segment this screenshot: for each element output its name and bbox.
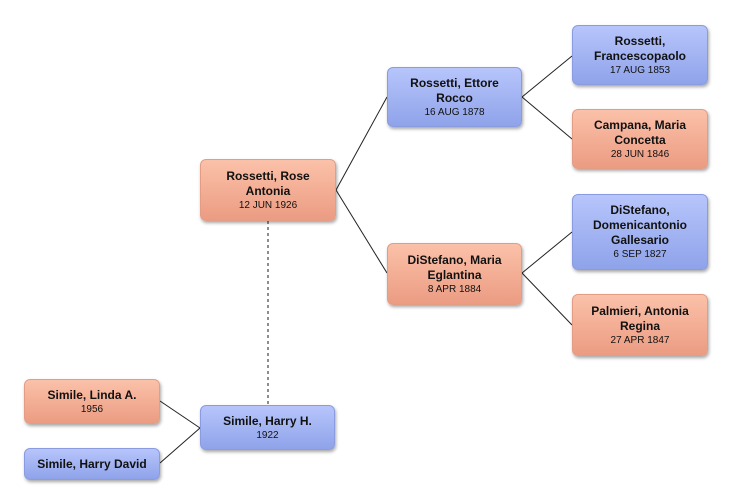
person-date: 1922 — [256, 429, 279, 441]
person-date: 12 JUN 1926 — [238, 199, 298, 211]
person-name: Simile, Harry David — [37, 456, 147, 471]
link-eglantina-antonia-regina — [521, 272, 573, 326]
person-box-antonia-regina[interactable]: Palmieri, Antonia Regina 27 APR 1847 — [572, 294, 708, 356]
person-box-maria-eglantina[interactable]: DiStefano, Maria Eglantina 8 APR 1884 — [387, 243, 522, 305]
link-harry-linda — [159, 400, 201, 429]
person-name: Campana, Maria Concetta — [593, 117, 687, 147]
person-name: Simile, Harry H. — [223, 413, 312, 428]
person-date: 16 AUG 1878 — [424, 106, 485, 118]
person-box-ettore[interactable]: Rossetti, Ettore Rocco 16 AUG 1878 — [387, 67, 522, 127]
person-name: Rossetti, Ettore Rocco — [410, 75, 499, 105]
person-name: Rossetti, Rose Antonia — [226, 168, 310, 198]
link-ettore-maria-concetta — [521, 96, 573, 140]
person-box-francescopaolo[interactable]: Rossetti, Francescopaolo 17 AUG 1853 — [572, 25, 708, 85]
link-harry-harry-david — [159, 427, 201, 464]
person-name: Rossetti, Francescopaolo — [593, 33, 687, 63]
person-box-harry-h[interactable]: Simile, Harry H. 1922 — [200, 405, 335, 450]
person-date: 1956 — [80, 403, 104, 415]
person-name: DiStefano, Domenicantonio Gallesario — [592, 203, 687, 247]
link-rose-ettore — [335, 96, 388, 191]
person-name: Simile, Linda A. — [47, 387, 137, 402]
person-box-linda[interactable]: Simile, Linda A. 1956 — [24, 379, 160, 424]
link-ettore-francescopaolo — [521, 55, 573, 98]
person-date: 17 AUG 1853 — [609, 64, 671, 76]
person-date: 8 APR 1884 — [427, 283, 482, 295]
person-box-domenicantonio[interactable]: DiStefano, Domenicantonio Gallesario 6 S… — [572, 194, 708, 270]
person-name: Palmieri, Antonia Regina — [591, 303, 689, 333]
person-date: 6 SEP 1827 — [613, 249, 667, 260]
person-date: 28 JUN 1846 — [610, 148, 670, 160]
person-box-harry-david[interactable]: Simile, Harry David — [24, 448, 160, 480]
person-box-rose[interactable]: Rossetti, Rose Antonia 12 JUN 1926 — [200, 159, 336, 221]
person-box-maria-concetta[interactable]: Campana, Maria Concetta 28 JUN 1846 — [572, 109, 708, 169]
person-date: 27 APR 1847 — [610, 334, 670, 346]
link-eglantina-domenicantonio — [521, 231, 573, 274]
link-rose-eglantina — [335, 189, 388, 274]
person-name: DiStefano, Maria Eglantina — [407, 252, 502, 282]
